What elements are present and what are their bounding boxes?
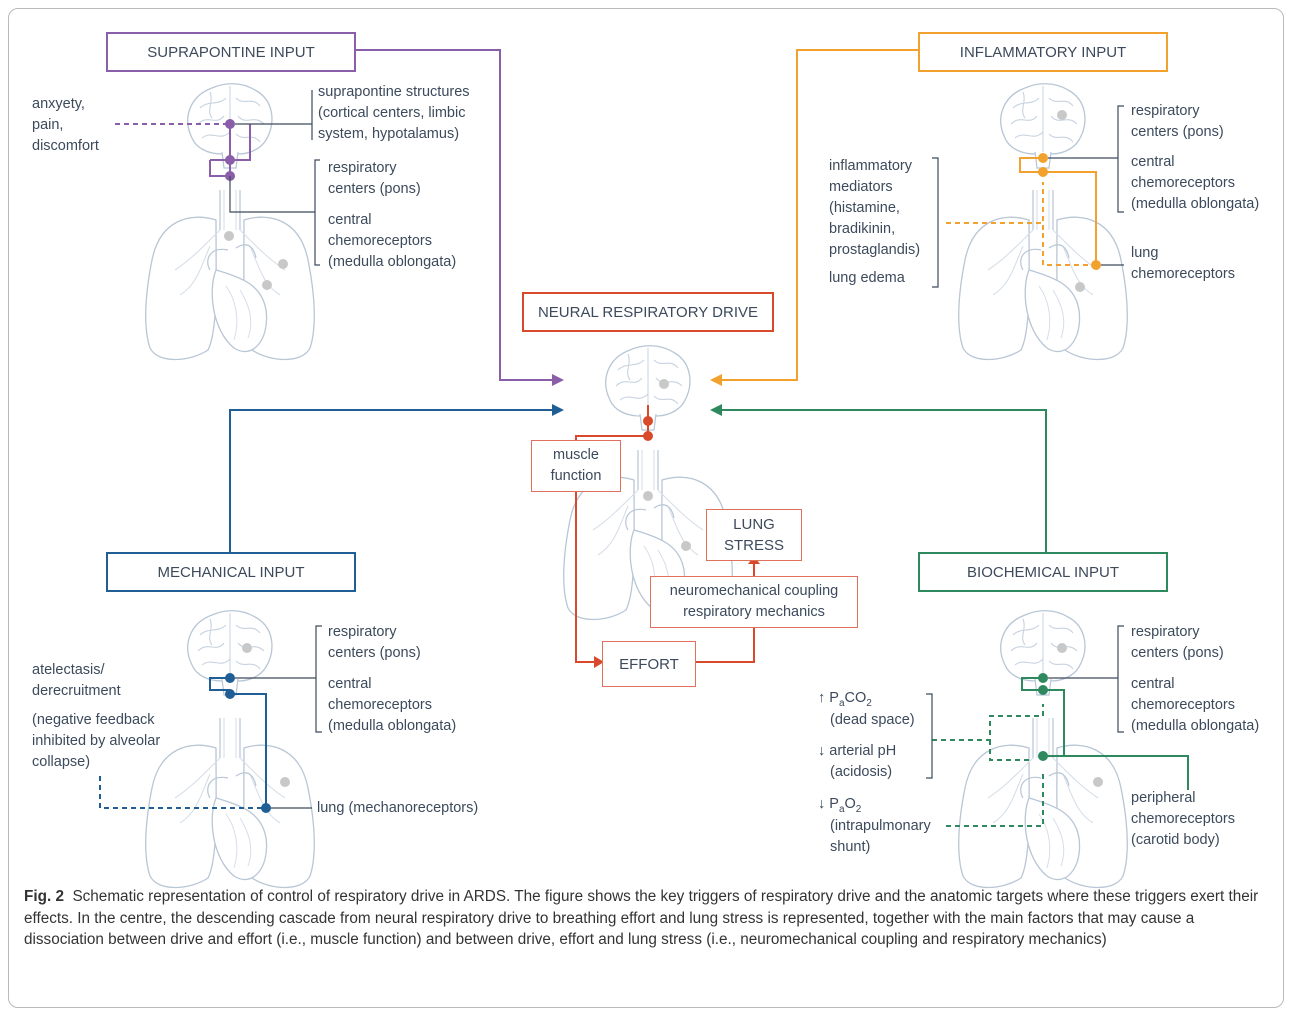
bio-paco2-label: ↑ PaCO2 bbox=[818, 690, 872, 709]
bio-resp-centers-label: respiratory centers (pons) bbox=[1131, 624, 1224, 661]
mech-feedback-label: (negative feedback inhibited by alveolar… bbox=[32, 712, 161, 770]
mech-lung-mech-label: lung (mechanoreceptors) bbox=[317, 800, 479, 816]
center-anatomy bbox=[563, 345, 733, 621]
inflam-brackets bbox=[932, 105, 1124, 288]
coupling-box: neuromechanical coupling respiratory mec… bbox=[650, 576, 858, 628]
bio-dead-space-label: (dead space) bbox=[830, 712, 915, 728]
bio-pao2-label: ↓ PaO2 bbox=[818, 796, 862, 815]
bio-nodes bbox=[710, 404, 1048, 761]
mech-atelectasis-label: atelectasis/ derecruitment bbox=[32, 662, 121, 699]
caption-label: Fig. 2 bbox=[24, 888, 64, 905]
inflam-edema-label: lung edema bbox=[829, 270, 905, 286]
caption-text: Schematic representation of control of r… bbox=[24, 888, 1259, 948]
neural-drive-title: NEURAL RESPIRATORY DRIVE bbox=[537, 303, 759, 321]
bio-brackets bbox=[926, 625, 1124, 779]
lung-stress-label: LUNG STRESS bbox=[723, 516, 784, 554]
mech-input-box: MECHANICAL INPUT bbox=[106, 552, 356, 592]
supra-input-box: SUPRAPONTINE INPUT bbox=[106, 32, 356, 72]
bio-connectors bbox=[722, 409, 1189, 827]
supra-anatomy bbox=[145, 83, 315, 361]
supra-nodes bbox=[225, 119, 564, 386]
supra-stimuli-label: anxyety, pain, discomfort bbox=[32, 96, 99, 154]
supra-resp-centers-label: respiratory centers (pons) bbox=[328, 160, 421, 197]
mech-brackets bbox=[235, 625, 322, 809]
bio-peripheral-label: peripheral chemoreceptors (carotid body) bbox=[1131, 790, 1235, 848]
figure-frame bbox=[8, 8, 1284, 1008]
effort-label: EFFORT bbox=[619, 655, 679, 673]
supra-brackets bbox=[229, 90, 320, 266]
muscle-function-box: muscle function bbox=[531, 440, 621, 492]
mech-anatomy bbox=[145, 610, 315, 889]
mech-connectors bbox=[99, 409, 552, 809]
mech-resp-centers-label: respiratory centers (pons) bbox=[328, 624, 421, 661]
inflam-connectors bbox=[722, 49, 1097, 381]
supra-input-title: SUPRAPONTINE INPUT bbox=[147, 43, 315, 61]
inflam-nodes bbox=[710, 153, 1101, 386]
bio-ph-label: ↓ arterial pH bbox=[818, 743, 897, 759]
neural-drive-box: NEURAL RESPIRATORY DRIVE bbox=[522, 292, 774, 332]
mech-central-chemo-label: central chemoreceptors (medulla oblongat… bbox=[328, 676, 457, 734]
bio-anatomy bbox=[958, 610, 1128, 889]
inflam-input-box: INFLAMMATORY INPUT bbox=[918, 32, 1168, 72]
inflam-mediators-label: inflammatory mediators (histamine, bradi… bbox=[829, 158, 921, 258]
effort-box: EFFORT bbox=[602, 641, 696, 687]
inflam-anatomy bbox=[958, 83, 1128, 361]
inflam-input-title: INFLAMMATORY INPUT bbox=[959, 43, 1127, 61]
supra-structures-label: suprapontine structures (cortical center… bbox=[318, 84, 470, 142]
muscle-function-label: muscle function bbox=[550, 447, 602, 484]
supra-central-chemo-label: central chemoreceptors (medulla oblongat… bbox=[328, 212, 457, 270]
coupling-label: neuromechanical coupling respiratory mec… bbox=[669, 583, 839, 620]
bio-input-title: BIOCHEMICAL INPUT bbox=[967, 563, 1119, 581]
supra-connectors bbox=[115, 49, 552, 381]
lung-stress-box: LUNG STRESS bbox=[706, 509, 802, 561]
bio-central-chemo-label: central chemoreceptors (medulla oblongat… bbox=[1131, 676, 1260, 734]
bio-acidosis-label: (acidosis) bbox=[830, 764, 893, 780]
mech-input-title: MECHANICAL INPUT bbox=[157, 563, 305, 581]
inflam-resp-centers-label: respiratory centers (pons) bbox=[1131, 103, 1224, 140]
bio-input-box: BIOCHEMICAL INPUT bbox=[918, 552, 1168, 592]
mech-nodes bbox=[225, 404, 564, 813]
bio-shunt-label: (intrapulmonary shunt) bbox=[830, 818, 931, 855]
inflam-central-chemo-label: central chemoreceptors (medulla oblongat… bbox=[1131, 154, 1260, 212]
figure-caption: Fig. 2 Schematic representation of contr… bbox=[24, 886, 1274, 951]
center-nodes bbox=[594, 416, 760, 668]
inflam-lung-chemo-label: lung chemoreceptors bbox=[1131, 245, 1235, 282]
